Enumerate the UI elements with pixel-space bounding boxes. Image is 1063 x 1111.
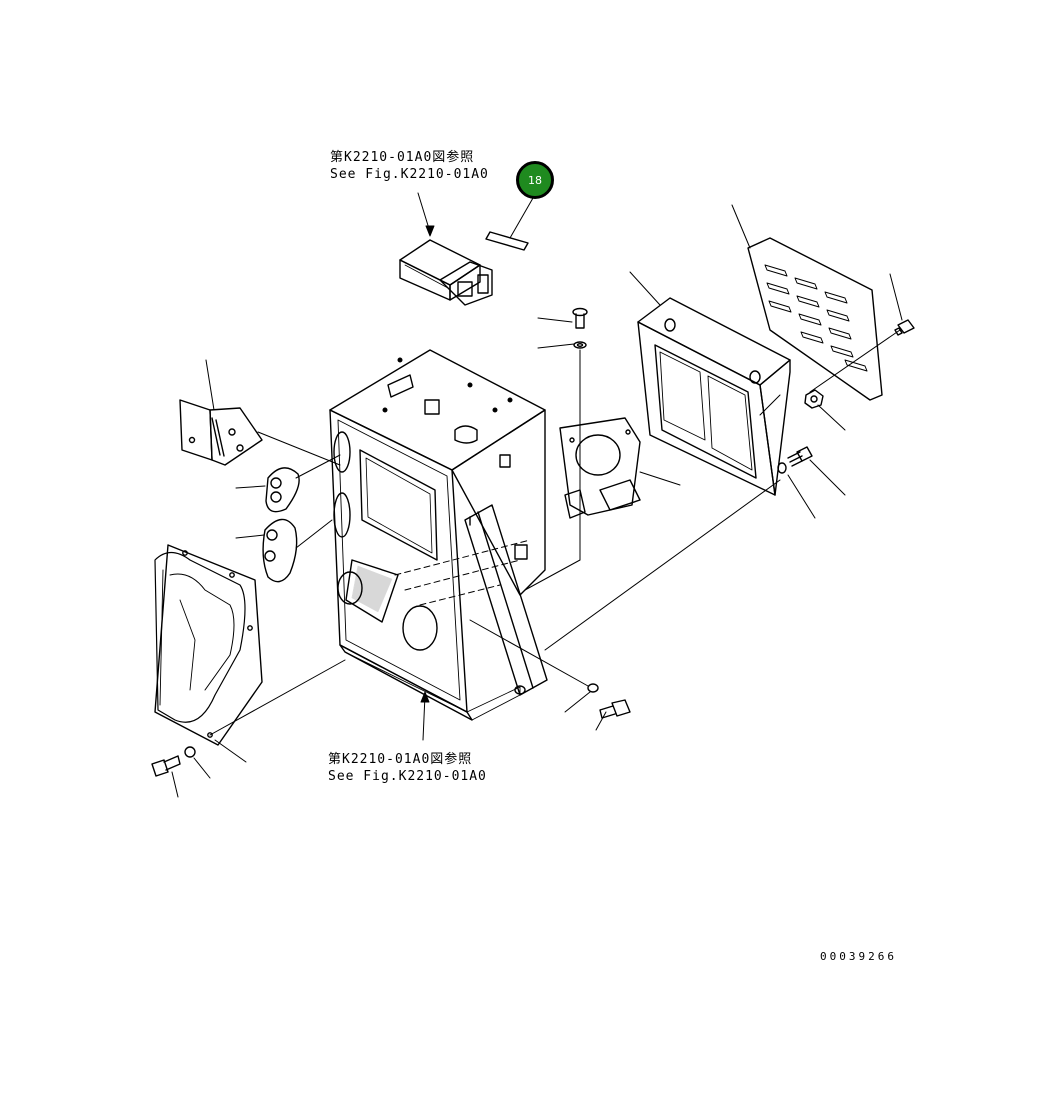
reference-note-bottom: 第K2210-01A0図参照 See Fig.K2210-01A0 <box>328 751 487 785</box>
diagonal-brace <box>464 504 548 696</box>
electrical-box <box>399 239 493 306</box>
bolt-lower-right <box>599 699 631 719</box>
louvered-cover <box>747 237 883 401</box>
washer-bottom-left <box>184 746 196 758</box>
hinge-bracket <box>179 399 263 466</box>
washer-top <box>573 341 587 349</box>
bolt-bottom-left <box>151 755 181 777</box>
bolt-top <box>572 307 588 329</box>
leader-lines <box>171 192 903 798</box>
hex-nut <box>804 389 824 409</box>
knob-screw <box>894 319 915 336</box>
reference-note-top: 第K2210-01A0図参照 See Fig.K2210-01A0 <box>330 149 489 183</box>
drawing-number: 00039266 <box>820 950 897 963</box>
reference-note-bottom-en: See Fig.K2210-01A0 <box>328 769 487 784</box>
label-strip <box>485 231 529 251</box>
bolt-right <box>787 446 813 467</box>
louver-frame <box>637 297 791 496</box>
grommet-lower <box>262 518 298 583</box>
side-cover <box>154 544 263 746</box>
washer-right <box>777 462 787 474</box>
bracket-plate <box>559 417 641 519</box>
reference-note-bottom-jp: 第K2210-01A0図参照 <box>328 752 473 767</box>
reference-note-top-jp: 第K2210-01A0図参照 <box>330 150 475 165</box>
washer-lower-right <box>587 683 599 693</box>
part-callout-number: 18 <box>528 173 542 187</box>
main-frame-box <box>329 349 546 721</box>
part-callout-18[interactable]: 18 <box>516 161 554 199</box>
grommet-upper <box>265 467 300 513</box>
reference-note-top-en: See Fig.K2210-01A0 <box>330 167 489 182</box>
